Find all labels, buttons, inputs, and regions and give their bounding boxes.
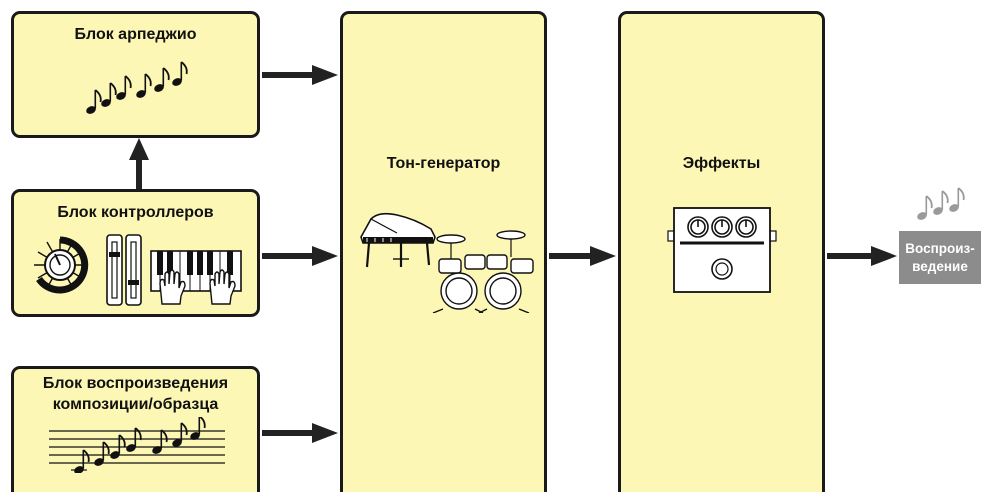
arrow-song-to-tone-generator [262, 423, 338, 443]
song-pattern-block-title-line2: композиции/образца [52, 396, 219, 413]
arrow-effects-to-output [827, 246, 897, 266]
notes-icon [84, 61, 188, 117]
song-pattern-block-title-line1: Блок воспроизведения [42, 375, 229, 392]
song-pattern-block: Блок воспроизведения композиции/образца [11, 366, 260, 492]
keyboard-hands-icon [150, 250, 242, 305]
arrow-tone-generator-to-effects [549, 246, 616, 266]
output-label-line1: Воспроиз- [905, 240, 975, 256]
staff-notes-icon [49, 417, 225, 473]
knob-icon [34, 236, 89, 294]
piano-icon [360, 212, 436, 268]
arrow-controllers-to-arpeggio [129, 138, 149, 189]
tone-generator-title: Тон-генератор [386, 155, 501, 172]
controllers-block-title: Блок контроллеров [57, 204, 214, 221]
output-box: Воспроиз- ведение [899, 231, 981, 284]
arpeggio-block: Блок арпеджио [11, 11, 260, 138]
arrow-controllers-to-tone-generator [262, 246, 338, 266]
controllers-block: Блок контроллеров [11, 189, 260, 317]
drum-kit-icon [432, 230, 534, 313]
arpeggio-block-title: Блок арпеджио [74, 26, 197, 43]
effect-pedal-icon [667, 207, 777, 293]
effects-title: Эффекты [682, 155, 761, 172]
arrow-arpeggio-to-tone-generator [262, 65, 338, 85]
tone-generator-block: Тон-генератор [340, 11, 547, 492]
effects-block: Эффекты [618, 11, 825, 492]
slider-icon [106, 234, 142, 306]
output-notes-icon [917, 187, 965, 220]
output-label-line2: ведение [912, 258, 968, 274]
